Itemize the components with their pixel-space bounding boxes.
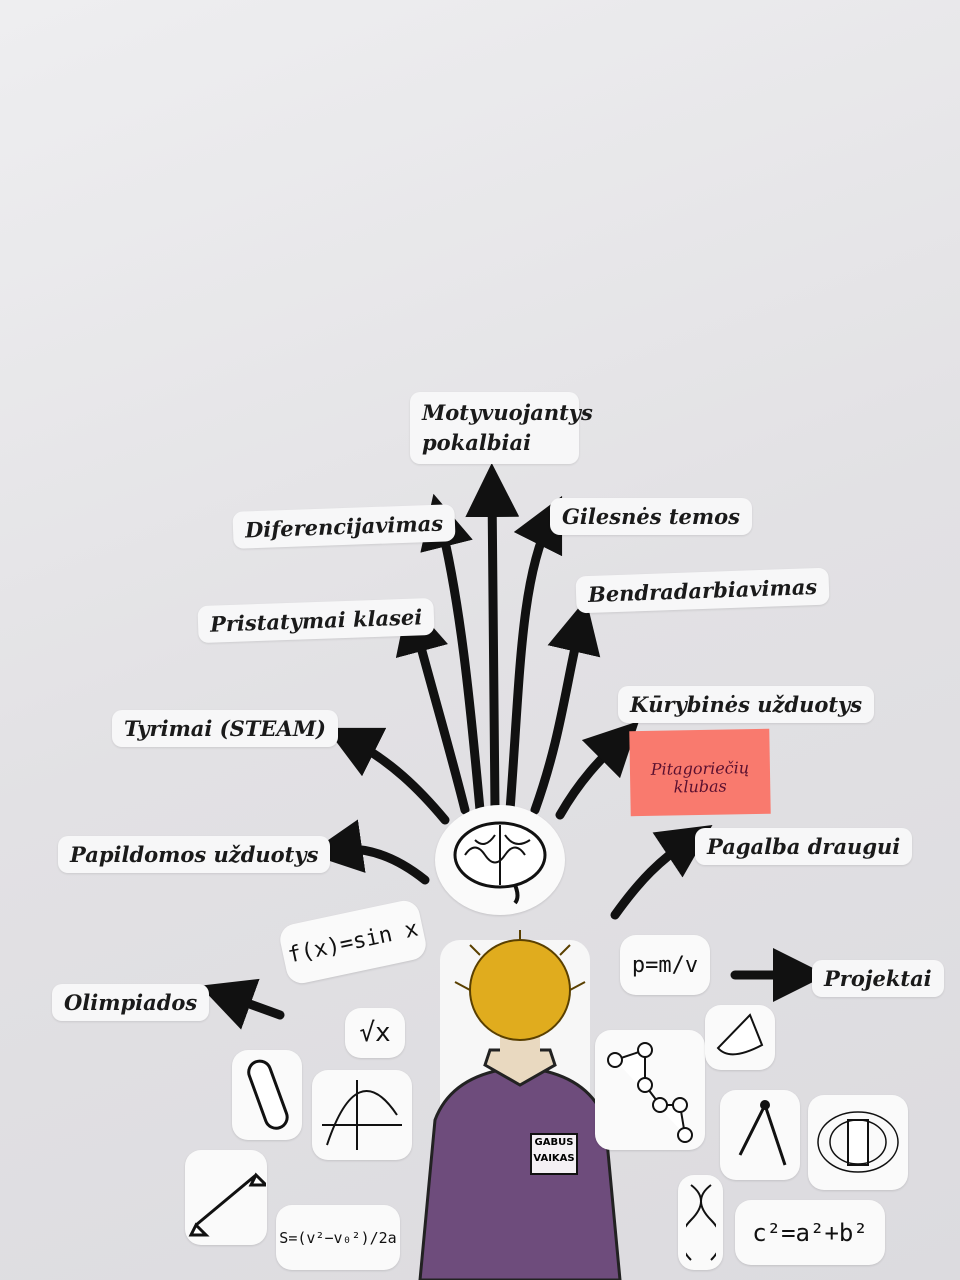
magnet-card xyxy=(808,1095,908,1190)
label-gilesnes-temos: Gilesnės temos xyxy=(550,498,752,535)
compass-card xyxy=(720,1090,800,1180)
label-tyrimai: Tyrimai (STEAM) xyxy=(112,710,338,747)
brain-icon xyxy=(453,821,547,905)
formula-distance: S=(v²−v₀²)/2a xyxy=(276,1205,400,1270)
label-motyvuojantys-pokalbiai: Motyvuojantys pokalbiai xyxy=(410,392,593,464)
cone-card xyxy=(705,1005,775,1070)
name-badge: GABUS VAIKAS xyxy=(530,1133,578,1175)
test-tube-icon xyxy=(247,1059,289,1130)
formula-sqrt: √x xyxy=(345,1008,405,1058)
label-olimpiados: Olimpiados xyxy=(52,984,210,1021)
label-kurybines-uzduotys: Kūrybinės užduotys xyxy=(618,686,875,723)
graph-card xyxy=(312,1070,412,1160)
cone-icon xyxy=(716,1013,764,1056)
dna-card xyxy=(678,1175,723,1270)
hair xyxy=(454,930,586,1041)
balance-scale-icon xyxy=(188,1172,266,1237)
molecule-icon xyxy=(607,1042,693,1143)
formula-pythagoras: c²=a²+b² xyxy=(735,1200,885,1265)
brain-card xyxy=(435,805,565,915)
label-pagalba-draugui: Pagalba draugui xyxy=(695,828,913,865)
dna-icon xyxy=(685,1184,716,1261)
magnet-icon xyxy=(817,1111,899,1173)
molecule-card xyxy=(595,1030,705,1150)
label-diferencijavimas: Diferencijavimas xyxy=(232,504,456,549)
test-tube-card xyxy=(232,1050,302,1140)
compass-icon xyxy=(738,1100,787,1166)
sticky-note: Pitagoriečių klubas xyxy=(629,728,771,817)
gifted-child-drawing xyxy=(418,930,622,1280)
formula-density: p=m/v xyxy=(620,935,710,995)
label-projektai: Projektai xyxy=(812,960,944,997)
balance-scale-card xyxy=(185,1150,267,1245)
graph-icon xyxy=(322,1080,402,1150)
label-papildomos-uzduotys: Papildomos užduotys xyxy=(58,836,331,873)
